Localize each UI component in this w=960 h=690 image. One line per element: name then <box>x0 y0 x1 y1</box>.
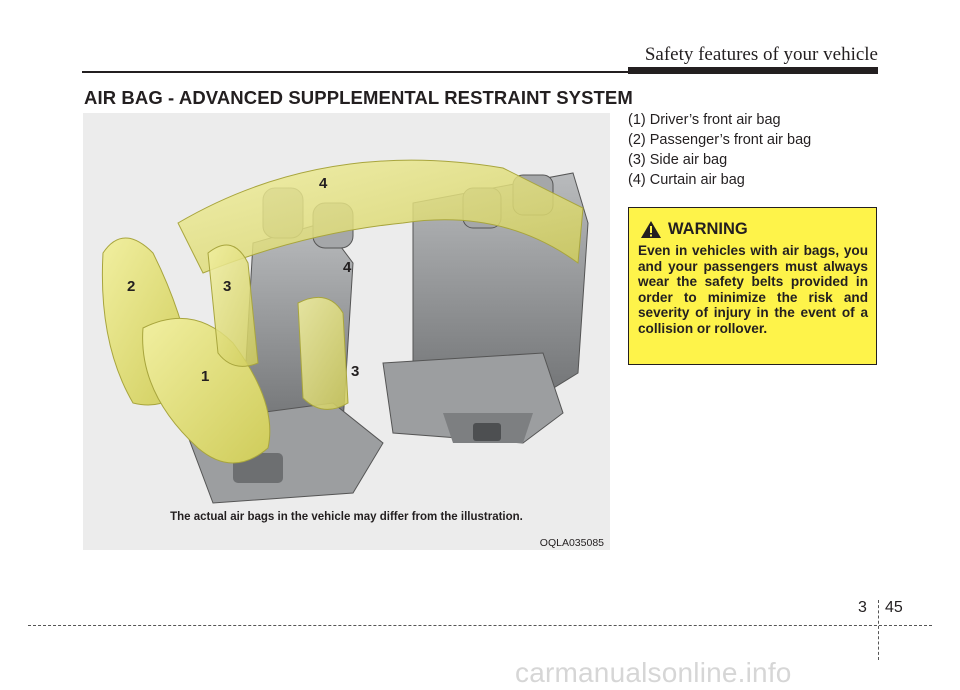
chapter-number: 3 <box>858 599 867 616</box>
list-item: (2) Passenger’s front air bag <box>628 132 812 148</box>
watermark: carmanualsonline.info <box>515 657 792 688</box>
warning-text: Even in vehicles with air bags, you and … <box>638 243 868 336</box>
list-item: (3) Side air bag <box>628 152 728 168</box>
footer-divider <box>878 600 879 660</box>
callout-4-top: 4 <box>319 175 328 192</box>
header-tab-bar <box>628 67 878 74</box>
curtain-airbag <box>177 159 584 274</box>
callout-4-mid: 4 <box>343 259 352 276</box>
warning-box: WARNING Even in vehicles with air bags, … <box>628 207 877 365</box>
side-airbag-front <box>207 244 259 367</box>
airbag-legend-list: (1) Driver’s front air bag (2) Passenger… <box>628 110 811 190</box>
callout-2: 2 <box>127 278 135 295</box>
callout-3-front: 3 <box>223 278 231 295</box>
section-header: Safety features of your vehicle <box>644 44 878 65</box>
side-airbag-rear <box>297 296 349 410</box>
callout-3-rear: 3 <box>351 363 359 380</box>
warning-triangle-icon <box>641 221 661 238</box>
airbag-illustration-art: 1 2 3 3 4 4 <box>101 159 589 504</box>
callout-1: 1 <box>201 368 209 385</box>
page-number: 45 <box>885 599 903 616</box>
airbag-illustration: 1 2 3 3 4 4 The actual air bags in the v… <box>83 113 610 550</box>
list-item: (1) Driver’s front air bag <box>628 112 781 128</box>
warning-title: WARNING <box>668 220 748 238</box>
figure-code: OQLA035085 <box>539 537 604 549</box>
page-title: AIR BAG - ADVANCED SUPPLEMENTAL RESTRAIN… <box>84 87 633 108</box>
footer-rule <box>28 625 932 626</box>
header-rule <box>82 71 628 73</box>
figure-caption: The actual air bags in the vehicle may d… <box>170 511 523 523</box>
list-item: (4) Curtain air bag <box>628 172 745 188</box>
warning-header: WARNING <box>640 220 748 239</box>
